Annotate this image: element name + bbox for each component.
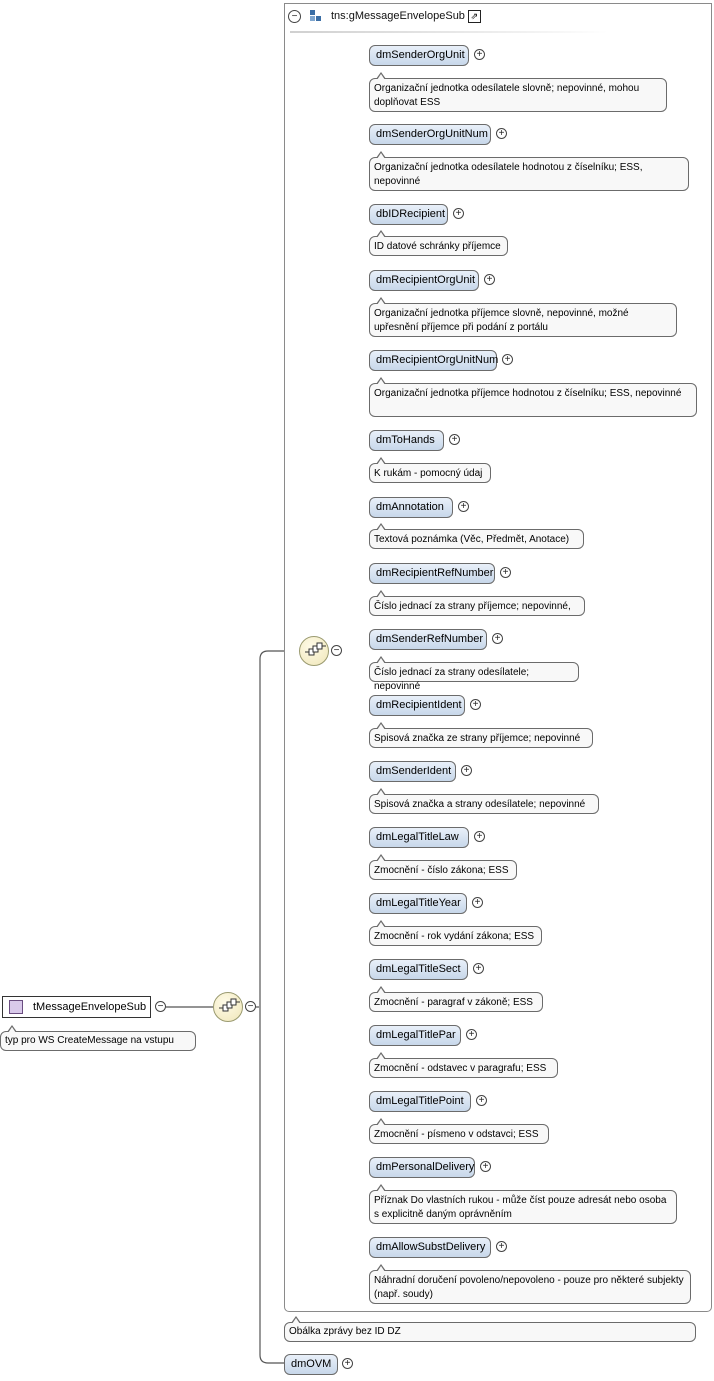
- element-dmToHands[interactable]: dmToHands: [369, 430, 444, 451]
- annotation-dmPersonalDelivery: Příznak Do vlastních rukou - může číst p…: [369, 1184, 677, 1224]
- element-dmAnnotation[interactable]: dmAnnotation: [369, 497, 453, 518]
- expand-dmAnnotation-icon[interactable]: +: [458, 501, 469, 512]
- annotation-dmLegalTitlePoint: Zmocnění - písmeno v odstavci; ESS: [369, 1118, 549, 1144]
- group-annotation: Obálka zprávy bez ID DZ: [284, 1316, 696, 1342]
- collapse-type-icon[interactable]: −: [155, 1001, 166, 1012]
- group-icon: [310, 10, 321, 21]
- annotation-dmRecipientOrgUnit: Organizační jednotka příjemce slovně, ne…: [369, 297, 677, 337]
- annotation-dmAllowSubstDelivery: Náhradní doručení povoleno/nepovoleno - …: [369, 1264, 691, 1304]
- element-dmLegalTitlePar[interactable]: dmLegalTitlePar: [369, 1025, 461, 1046]
- element-dmSenderOrgUnitNum[interactable]: dmSenderOrgUnitNum: [369, 124, 491, 145]
- element-dbIDRecipient[interactable]: dbIDRecipient: [369, 204, 448, 225]
- group-header: − tns:gMessageEnvelopeSub ⇗: [288, 5, 618, 27]
- element-dmLegalTitleYear[interactable]: dmLegalTitleYear: [369, 893, 467, 914]
- element-dmAllowSubstDelivery[interactable]: dmAllowSubstDelivery: [369, 1237, 491, 1258]
- expand-dmLegalTitlePar-icon[interactable]: +: [466, 1029, 477, 1040]
- group-name: tns:gMessageEnvelopeSub: [331, 10, 465, 22]
- expand-dmAllowSubstDelivery-icon[interactable]: +: [496, 1241, 507, 1252]
- expand-dmSenderRefNumber-icon[interactable]: +: [492, 633, 503, 644]
- annotation-dmSenderOrgUnitNum: Organizační jednotka odesílatele hodnoto…: [369, 151, 689, 191]
- annotation-dmLegalTitlePar: Zmocnění - odstavec v paragrafu; ESS: [369, 1052, 558, 1078]
- element-dmPersonalDelivery[interactable]: dmPersonalDelivery: [369, 1157, 475, 1178]
- expand-dmRecipientIdent-icon[interactable]: +: [470, 699, 481, 710]
- annotation-dbIDRecipient: ID datové schránky příjemce: [369, 230, 508, 256]
- sequence-icon: [219, 998, 240, 1012]
- element-dmLegalTitlePoint[interactable]: dmLegalTitlePoint: [369, 1091, 471, 1112]
- expand-dmRecipientRefNumber-icon[interactable]: +: [500, 567, 511, 578]
- expand-dmSenderIdent-icon[interactable]: +: [461, 765, 472, 776]
- type-name: tMessageEnvelopeSub: [33, 1001, 147, 1013]
- expand-dmToHands-icon[interactable]: +: [449, 434, 460, 445]
- complex-type-icon: [9, 1000, 23, 1014]
- element-dmRecipientIdent[interactable]: dmRecipientIdent: [369, 695, 465, 716]
- expand-dmLegalTitleSect-icon[interactable]: +: [473, 963, 484, 974]
- expand-dmSenderOrgUnit-icon[interactable]: +: [474, 49, 485, 60]
- expand-dmRecipientOrgUnit-icon[interactable]: +: [484, 274, 495, 285]
- collapse-group-icon[interactable]: −: [288, 9, 301, 23]
- collapse-outer-sequence-icon[interactable]: −: [245, 1001, 256, 1012]
- sequence-compositor-inner[interactable]: [299, 636, 329, 666]
- annotation-dmToHands: K rukám - pomocný údaj: [369, 457, 491, 483]
- annotation-dmLegalTitleLaw: Zmocnění - číslo zákona; ESS: [369, 854, 517, 880]
- external-link-icon[interactable]: ⇗: [467, 9, 481, 23]
- element-dmLegalTitleLaw[interactable]: dmLegalTitleLaw: [369, 827, 469, 848]
- annotation-dmAnnotation: Textová poznámka (Věc, Předmět, Anotace): [369, 523, 584, 549]
- element-dmSenderOrgUnit[interactable]: dmSenderOrgUnit: [369, 45, 469, 66]
- expand-dmLegalTitleLaw-icon[interactable]: +: [474, 831, 485, 842]
- expand-dbIDRecipient-icon[interactable]: +: [453, 208, 464, 219]
- expand-dmSenderOrgUnitNum-icon[interactable]: +: [496, 128, 507, 139]
- element-dmLegalTitleSect[interactable]: dmLegalTitleSect: [369, 959, 468, 980]
- annotation-dmRecipientIdent: Spisová značka ze strany příjemce; nepov…: [369, 722, 593, 748]
- element-dmOVM[interactable]: dmOVM: [284, 1354, 339, 1375]
- element-dmRecipientOrgUnit[interactable]: dmRecipientOrgUnit: [369, 270, 479, 291]
- sequence-compositor-outer[interactable]: [213, 992, 243, 1022]
- sequence-icon: [305, 642, 326, 656]
- element-dmRecipientOrgUnitNum[interactable]: dmRecipientOrgUnitNum: [369, 350, 498, 371]
- type-node[interactable]: tMessageEnvelopeSub: [2, 996, 151, 1018]
- group-divider: [290, 31, 608, 33]
- expand-dmRecipientOrgUnitNum-icon[interactable]: +: [502, 354, 513, 365]
- group-frame: [284, 3, 712, 1312]
- annotation-dmSenderRefNumber: Číslo jednací za strany odesílatele; nep…: [369, 656, 579, 692]
- type-annotation: typ pro WS CreateMessage na vstupu: [0, 1025, 196, 1051]
- annotation-dmLegalTitleSect: Zmocnění - paragraf v zákoně; ESS: [369, 986, 543, 1012]
- expand-dmLegalTitlePoint-icon[interactable]: +: [476, 1095, 487, 1106]
- expand-dmOVM-icon[interactable]: +: [342, 1358, 353, 1369]
- expand-dmLegalTitleYear-icon[interactable]: +: [472, 897, 483, 908]
- annotation-dmSenderIdent: Spisová značka a strany odesílatele; nep…: [369, 788, 599, 814]
- expand-dmPersonalDelivery-icon[interactable]: +: [480, 1161, 491, 1172]
- collapse-inner-sequence-icon[interactable]: −: [331, 645, 342, 656]
- element-dmRecipientRefNumber[interactable]: dmRecipientRefNumber: [369, 563, 495, 584]
- annotation-dmLegalTitleYear: Zmocnění - rok vydání zákona; ESS: [369, 920, 542, 946]
- element-dmSenderRefNumber[interactable]: dmSenderRefNumber: [369, 629, 487, 650]
- annotation-dmRecipientOrgUnitNum: Organizační jednotka příjemce hodnotou z…: [369, 377, 697, 417]
- element-dmSenderIdent[interactable]: dmSenderIdent: [369, 761, 456, 782]
- annotation-dmSenderOrgUnit: Organizační jednotka odesílatele slovně;…: [369, 72, 667, 112]
- annotation-dmRecipientRefNumber: Číslo jednací za strany příjemce; nepovi…: [369, 590, 585, 616]
